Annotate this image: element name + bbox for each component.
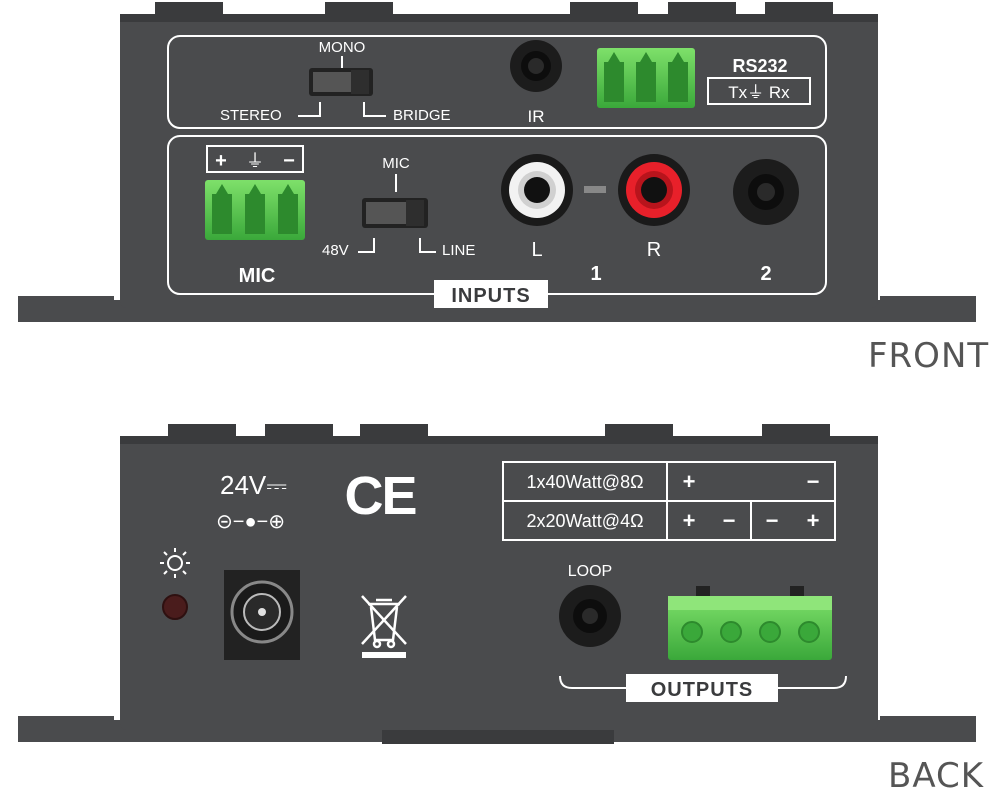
loop-label: LOOP (568, 563, 612, 580)
spec-row-1-label: 1x40Watt@8Ω (526, 472, 643, 492)
spec-row-2-t2: − (723, 508, 736, 533)
mic-ground: ⏚ (246, 151, 264, 171)
rs232-pins: Tx⏚ Rx (728, 83, 790, 102)
rca-right-label: R (647, 239, 661, 261)
aux-input-jack[interactable] (733, 159, 799, 225)
outputs-label: OUTPUTS (651, 679, 754, 701)
speaker-output-terminal[interactable] (668, 586, 832, 660)
front-upper-frame (167, 35, 827, 129)
mic-line-switch[interactable] (362, 198, 428, 228)
ir-label: IR (528, 107, 545, 126)
mode-switch[interactable] (309, 68, 373, 96)
mic-terminal[interactable] (205, 180, 305, 240)
ir-jack[interactable] (510, 40, 562, 92)
sun-icon (160, 548, 190, 578)
line-label: LINE (442, 242, 475, 259)
input-2-number: 2 (760, 263, 771, 285)
spec-row-2-t1: + (683, 508, 696, 533)
stereo-label: STEREO (220, 107, 282, 124)
48v-label: 48V (322, 242, 349, 259)
back-view-label: BACK (888, 756, 985, 796)
mic-minus: − (283, 150, 295, 172)
mic-plus: + (215, 150, 227, 172)
inputs-label: INPUTS (451, 285, 530, 307)
polarity-symbol: ⊝−●−⊕ (216, 511, 285, 533)
spec-row-1-plus: + (683, 469, 696, 494)
ce-mark: CE (344, 466, 415, 526)
back-panel: 24V⎓ ⊝−●−⊕ CE 1x40Watt@8Ω + − (18, 424, 976, 744)
dc-power-jack[interactable] (224, 570, 300, 660)
rca-left-jack[interactable] (501, 154, 573, 226)
rs232-title: RS232 (732, 56, 787, 76)
spec-row-2-label: 2x20Watt@4Ω (526, 511, 643, 531)
crossed-bin-icon (361, 595, 407, 649)
power-led (162, 594, 188, 620)
front-view-label: FRONT (868, 336, 990, 376)
front-panel: MONO STEREO BRIDGE IR RS232 (18, 2, 976, 322)
spec-row-2-t4: + (807, 508, 820, 533)
mic-switch-label: MIC (382, 155, 410, 172)
input-1-number: 1 (590, 263, 601, 285)
spec-row-2-t3: − (766, 508, 779, 533)
mic-label: MIC (239, 265, 276, 287)
spec-row-1-minus: − (807, 469, 820, 494)
power-voltage-label: 24V⎓ (220, 470, 287, 500)
rca-left-label: L (531, 239, 542, 261)
rca-dash (584, 186, 606, 193)
bridge-label: BRIDGE (393, 107, 451, 124)
rs232-terminal[interactable] (597, 48, 695, 108)
mono-label: MONO (319, 39, 366, 56)
loop-jack[interactable] (559, 585, 621, 647)
rca-right-jack[interactable] (618, 154, 690, 226)
